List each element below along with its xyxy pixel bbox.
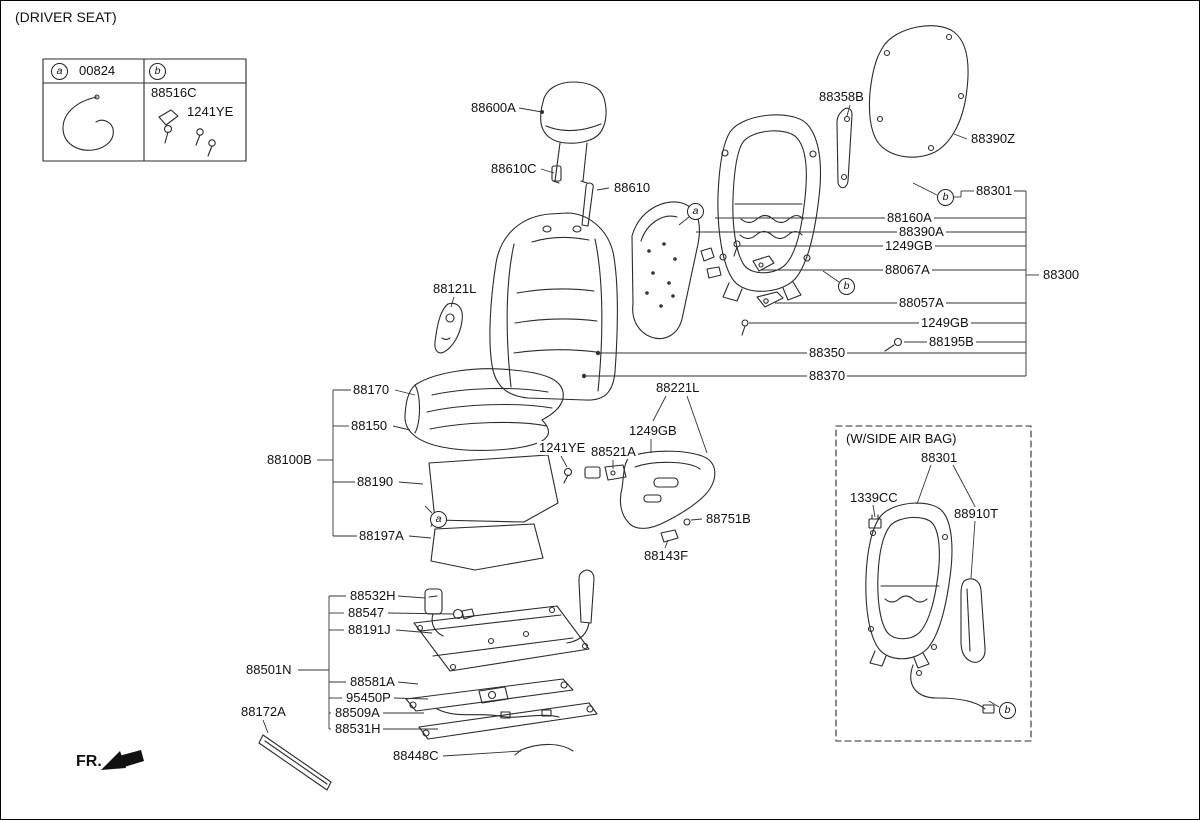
part-label-88509A: 88509A <box>333 705 382 720</box>
legend-part-1241YE: 1241YE <box>185 104 236 119</box>
part-label-88067A: 88067A <box>883 262 932 277</box>
seatback-pad <box>631 201 700 340</box>
airbag-wire <box>910 664 995 714</box>
part-label-88197A: 88197A <box>357 528 406 543</box>
part-label-1249GB-3: 1249GB <box>627 423 679 438</box>
back-panel <box>868 25 969 158</box>
callout-b-airbag: b <box>999 702 1016 719</box>
headrest <box>540 81 607 184</box>
part-label-1249GB-1: 1249GB <box>883 238 935 253</box>
page-title: (DRIVER SEAT) <box>15 9 117 25</box>
part-label-88358B: 88358B <box>817 89 866 104</box>
part-label-88121L: 88121L <box>431 281 479 296</box>
fr-arrow <box>101 750 144 770</box>
side-airbag-box <box>835 425 1032 742</box>
cushion-pad <box>428 454 559 527</box>
part-label-88143F: 88143F <box>642 548 691 563</box>
callout-b-frame: b <box>937 189 954 206</box>
part-label-88390A: 88390A <box>897 224 946 239</box>
legend-box <box>42 58 247 162</box>
headrest-guide-parts <box>551 165 594 227</box>
part-label-88390Z: 88390Z <box>969 131 1018 146</box>
part-label-88751B: 88751B <box>704 511 753 526</box>
airbag-module <box>960 578 986 663</box>
legend-code-00824: 00824 <box>77 63 118 78</box>
bracket-parts <box>700 240 903 352</box>
part-label-88300: 88300 <box>1041 267 1082 282</box>
part-label-88191J: 88191J <box>346 622 393 637</box>
part-label-95450P: 95450P <box>344 690 393 705</box>
part-label-88100B: 88100B <box>265 452 314 467</box>
airbag-label-88910T: 88910T <box>952 506 1001 521</box>
seatback-cushion <box>489 212 618 401</box>
side-airbag-title: (W/SIDE AIR BAG) <box>844 431 959 446</box>
part-label-88221L: 88221L <box>654 380 702 395</box>
switch-parts <box>563 464 627 484</box>
trim-strip <box>258 734 332 791</box>
callout-a-seatback: a <box>687 203 704 220</box>
legend-part-88516C: 88516C <box>149 85 199 100</box>
part-label-88547: 88547 <box>346 605 387 620</box>
airbag-label-1339CC: 1339CC <box>848 490 900 505</box>
part-label-88301: 88301 <box>974 183 1015 198</box>
airbag-frame <box>865 502 953 669</box>
recliner-cover <box>434 302 463 354</box>
part-label-88531H: 88531H <box>333 721 383 736</box>
part-label-88448C: 88448C <box>391 748 441 763</box>
heater-mat <box>430 523 544 571</box>
part-label-88370: 88370 <box>807 368 848 383</box>
part-label-88610C: 88610C <box>489 161 539 176</box>
part-label-88521A: 88521A <box>589 444 638 459</box>
callout-b-bracket: b <box>838 278 855 295</box>
seatback-frame <box>717 114 822 302</box>
track-assembly <box>405 569 598 756</box>
part-label-88501N: 88501N <box>244 662 294 677</box>
strap-88358B <box>836 107 853 189</box>
legend-callout-b: b <box>149 63 166 80</box>
part-label-88350: 88350 <box>807 345 848 360</box>
part-label-88600A: 88600A <box>469 100 518 115</box>
part-label-88170: 88170 <box>351 382 392 397</box>
part-label-88057A: 88057A <box>897 295 946 310</box>
part-label-88190: 88190 <box>355 474 396 489</box>
callout-a-cushion: a <box>430 511 447 528</box>
part-label-88150: 88150 <box>349 418 390 433</box>
part-label-88160A: 88160A <box>885 210 934 225</box>
side-shield <box>619 450 716 543</box>
part-label-88172A: 88172A <box>239 704 288 719</box>
part-label-88532H: 88532H <box>348 588 398 603</box>
airbag-label-88301: 88301 <box>919 450 960 465</box>
part-label-88581A: 88581A <box>348 674 397 689</box>
seat-cushion <box>404 368 564 451</box>
part-label-88610: 88610 <box>612 180 653 195</box>
part-label-88195B: 88195B <box>927 334 976 349</box>
part-label-1249GB-2: 1249GB <box>919 315 971 330</box>
fr-label: FR. <box>76 753 102 770</box>
legend-drawings <box>62 94 216 157</box>
part-label-1241YE: 1241YE <box>537 440 588 455</box>
legend-callout-a: a <box>51 63 68 80</box>
